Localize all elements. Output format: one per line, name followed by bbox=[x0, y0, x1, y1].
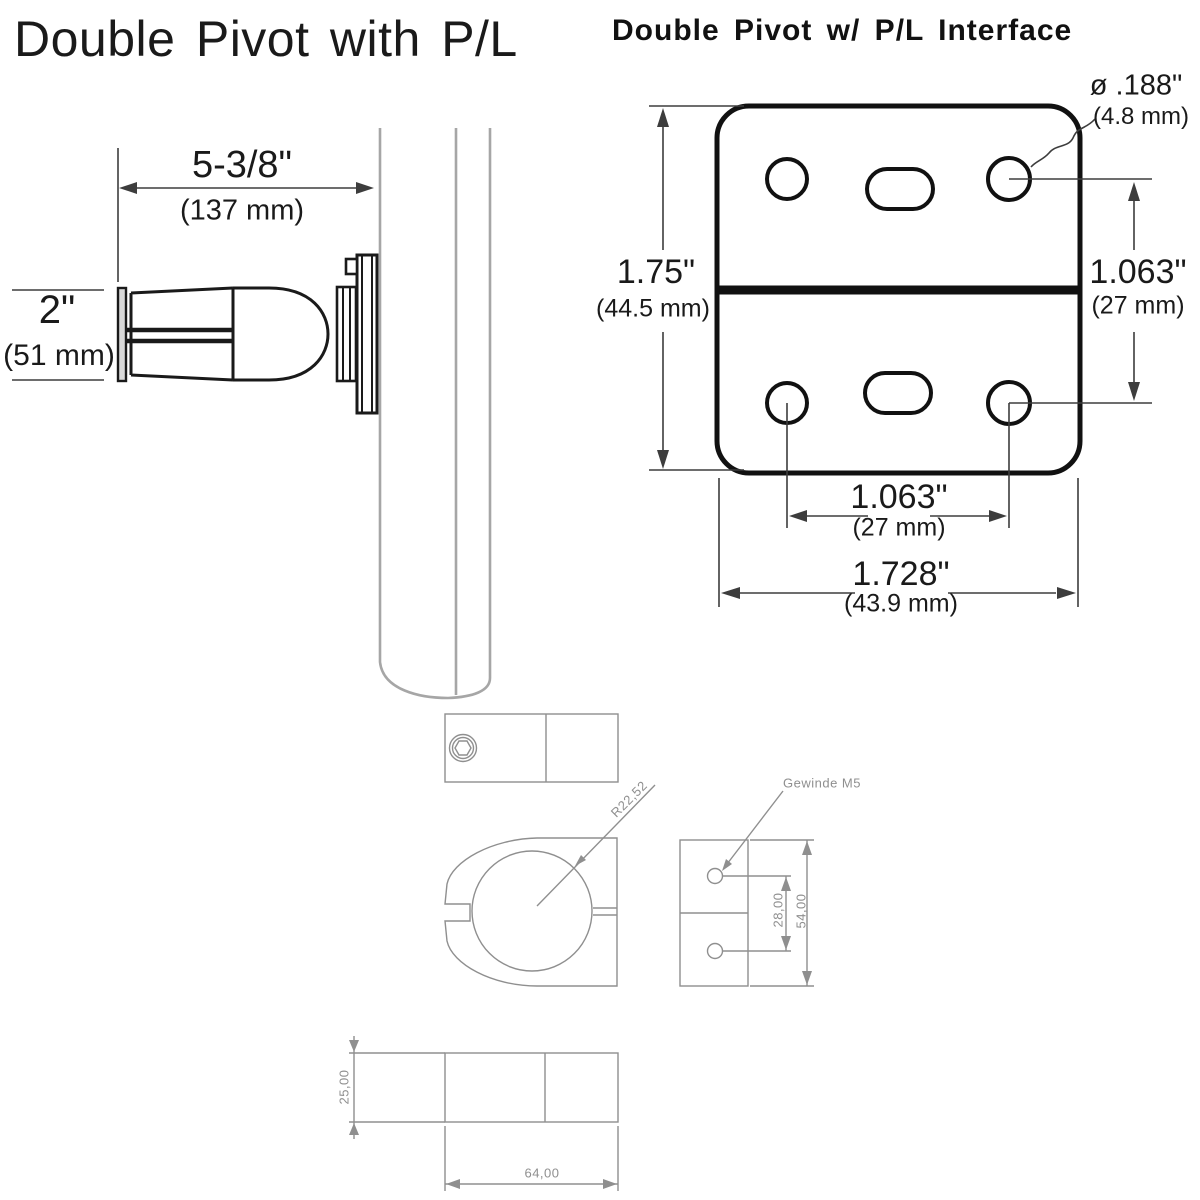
cad-depth-label: 25,00 bbox=[336, 1069, 352, 1105]
dim-hole-diameter-mm: (4.8 mm) bbox=[1093, 103, 1189, 130]
dim-plate-width-in: 1.728" bbox=[852, 555, 950, 593]
dim-hole-h-spacing-mm: (27 mm) bbox=[852, 513, 946, 542]
page-title-right: Double Pivot w/ P/L Interface bbox=[612, 14, 1073, 47]
page-title-left: Double Pivot with P/L bbox=[14, 11, 518, 67]
cad-hole-spacing-label: 28,00 bbox=[770, 892, 786, 928]
interface-plate-dimensions bbox=[649, 105, 1152, 607]
interface-plate-outline bbox=[714, 103, 1083, 476]
cad-height-label: 54,00 bbox=[793, 893, 809, 929]
dim-plate-height-in: 1.75" bbox=[616, 253, 696, 291]
dim-plate-width-mm: (43.9 mm) bbox=[844, 589, 958, 618]
cad-clamp-side-view bbox=[679, 790, 814, 987]
cad-thread-label: Gewinde M5 bbox=[783, 775, 861, 791]
side-view-arm bbox=[116, 253, 379, 415]
dim-hole-v-spacing-in: 1.063" bbox=[1089, 253, 1187, 291]
dim-plate-height-mm: (44.5 mm) bbox=[596, 294, 710, 323]
cad-bottom-bar-view bbox=[349, 1036, 619, 1191]
dim-arm-length-in: 5-3/8" bbox=[191, 144, 293, 186]
clamp-notch bbox=[344, 257, 359, 276]
side-view-dimensions bbox=[12, 148, 374, 381]
hex-bolt-icon bbox=[454, 740, 472, 756]
cad-width-label: 64,00 bbox=[524, 1165, 560, 1181]
dim-hole-v-spacing-mm: (27 mm) bbox=[1091, 291, 1185, 320]
dim-mount-depth-in: 2" bbox=[38, 288, 76, 332]
cad-clamp-front-view bbox=[444, 784, 656, 987]
vesa-bar bbox=[116, 286, 128, 383]
dim-arm-length-mm: (137 mm) bbox=[179, 194, 305, 227]
cad-top-bar-view bbox=[444, 713, 619, 783]
side-view-pole bbox=[378, 128, 492, 700]
dim-hole-h-spacing-in: 1.063" bbox=[850, 478, 948, 516]
dim-hole-diameter-in: ø .188" bbox=[1089, 69, 1183, 102]
dim-mount-depth-mm: (51 mm) bbox=[3, 339, 115, 372]
